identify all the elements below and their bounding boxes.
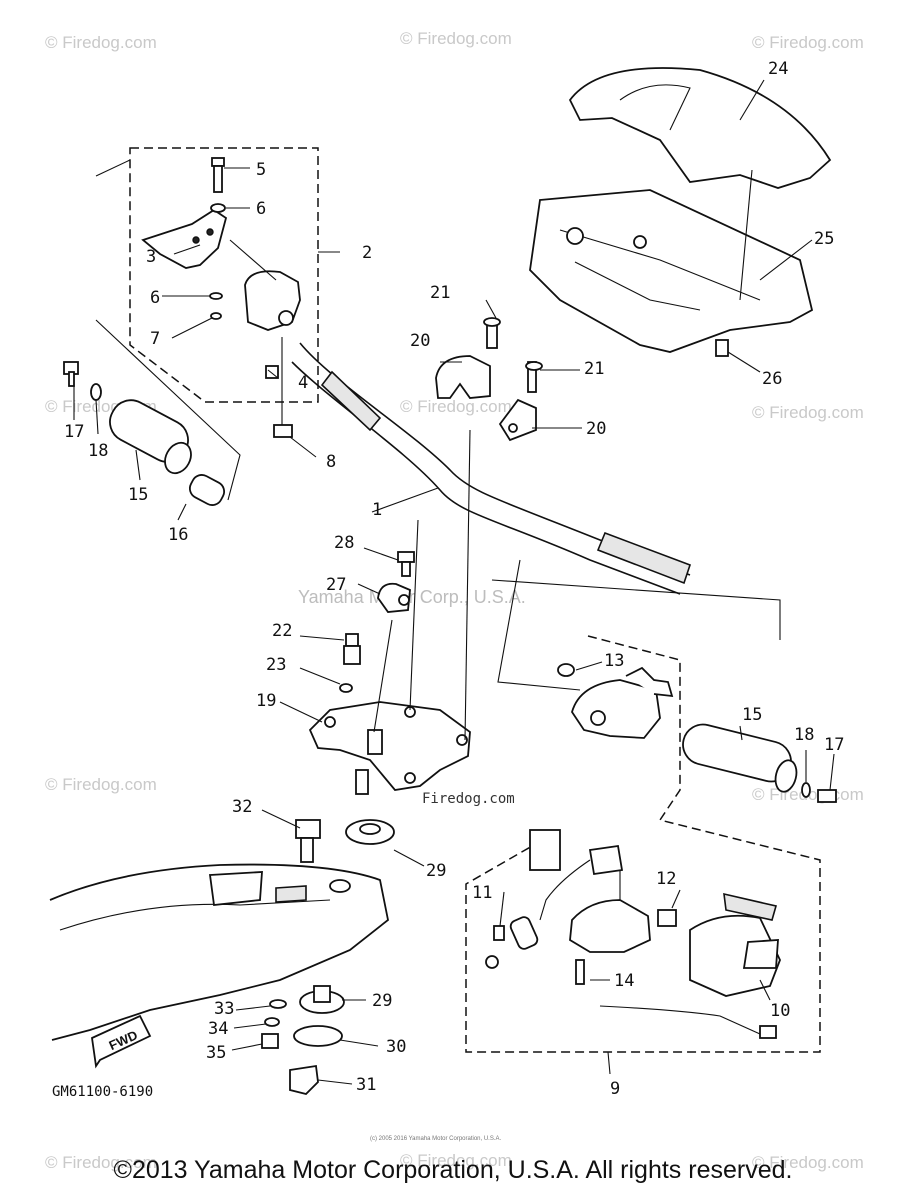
leader-lines [73,79,835,1085]
watermark: © Firedog.com [45,1153,157,1172]
callout-18-left: 18 [88,441,108,461]
callout-14: 14 [614,971,634,991]
callout-30: 30 [386,1037,406,1057]
callout-23: 23 [266,655,286,675]
left-grip [63,361,226,506]
callout-20-right: 20 [586,419,606,439]
callout-9: 9 [610,1079,620,1099]
callout-25: 25 [814,229,834,249]
callout-11: 11 [472,883,492,903]
callout-18-right: 18 [794,725,814,745]
drawing-code: GM61100-6190 [52,1084,153,1100]
watermark: © Firedog.com [752,403,864,422]
right-switch-group [465,559,837,1053]
callout-12: 12 [656,869,676,889]
callout-17-left: 17 [64,422,84,442]
left-switch-group [95,147,319,501]
callout-8: 8 [326,452,336,472]
callout-4: 4 [298,373,308,393]
callout-3: 3 [146,247,156,267]
watermark: © Firedog.com [45,775,157,794]
callout-1: 1 [372,500,382,520]
callout-15-left: 15 [128,485,148,505]
callout-27: 27 [326,575,346,595]
small-print: (c) 2005 2016 Yamaha Motor Corporation, … [370,1136,502,1142]
small-fasteners [339,551,415,693]
callout-32: 32 [232,797,252,817]
callout-13: 13 [604,651,624,671]
callout-17-right: 17 [824,735,844,755]
steering-cover [529,67,832,357]
watermark: © Firedog.com [400,29,512,48]
callouts: 1 2 3 4 5 6 6 7 8 9 10 11 12 13 14 15 15… [64,59,844,1099]
watermark: © Firedog.com [752,1153,864,1172]
bottom-strip [0,1192,906,1200]
copyright-notice: ©2013 Yamaha Motor Corporation, U.S.A. A… [113,1156,793,1184]
callout-21-left: 21 [430,283,450,303]
callout-34: 34 [208,1019,228,1039]
watermark-yamaha: Yamaha Motor Corp., U.S.A. [298,587,526,607]
callout-22: 22 [272,621,292,641]
callout-35: 35 [206,1043,226,1063]
callout-6-lower: 6 [150,288,160,308]
watermark: © Firedog.com [400,1151,512,1170]
watermark-center: Firedog.com [422,791,515,807]
callout-29-lower: 29 [372,991,392,1011]
callout-28: 28 [334,533,354,553]
callout-5: 5 [256,160,266,180]
handlebar [291,342,781,640]
callout-29-upper: 29 [426,861,446,881]
callout-33: 33 [214,999,234,1019]
callout-10: 10 [770,1001,790,1021]
watermark: © Firedog.com [400,397,512,416]
callout-19: 19 [256,691,276,711]
steering-plate [308,429,471,795]
callout-24: 24 [768,59,788,79]
callout-2: 2 [362,243,372,263]
watermark: © Firedog.com [45,33,157,52]
callout-16: 16 [168,525,188,545]
watermark: © Firedog.com [752,33,864,52]
callout-7: 7 [150,329,160,349]
callout-20-left: 20 [410,331,430,351]
callout-6-upper: 6 [256,199,266,219]
callout-26: 26 [762,369,782,389]
callout-31: 31 [356,1075,376,1095]
callout-15-right: 15 [742,705,762,725]
callout-21-right: 21 [584,359,604,379]
handlebar-clamps [435,317,543,442]
